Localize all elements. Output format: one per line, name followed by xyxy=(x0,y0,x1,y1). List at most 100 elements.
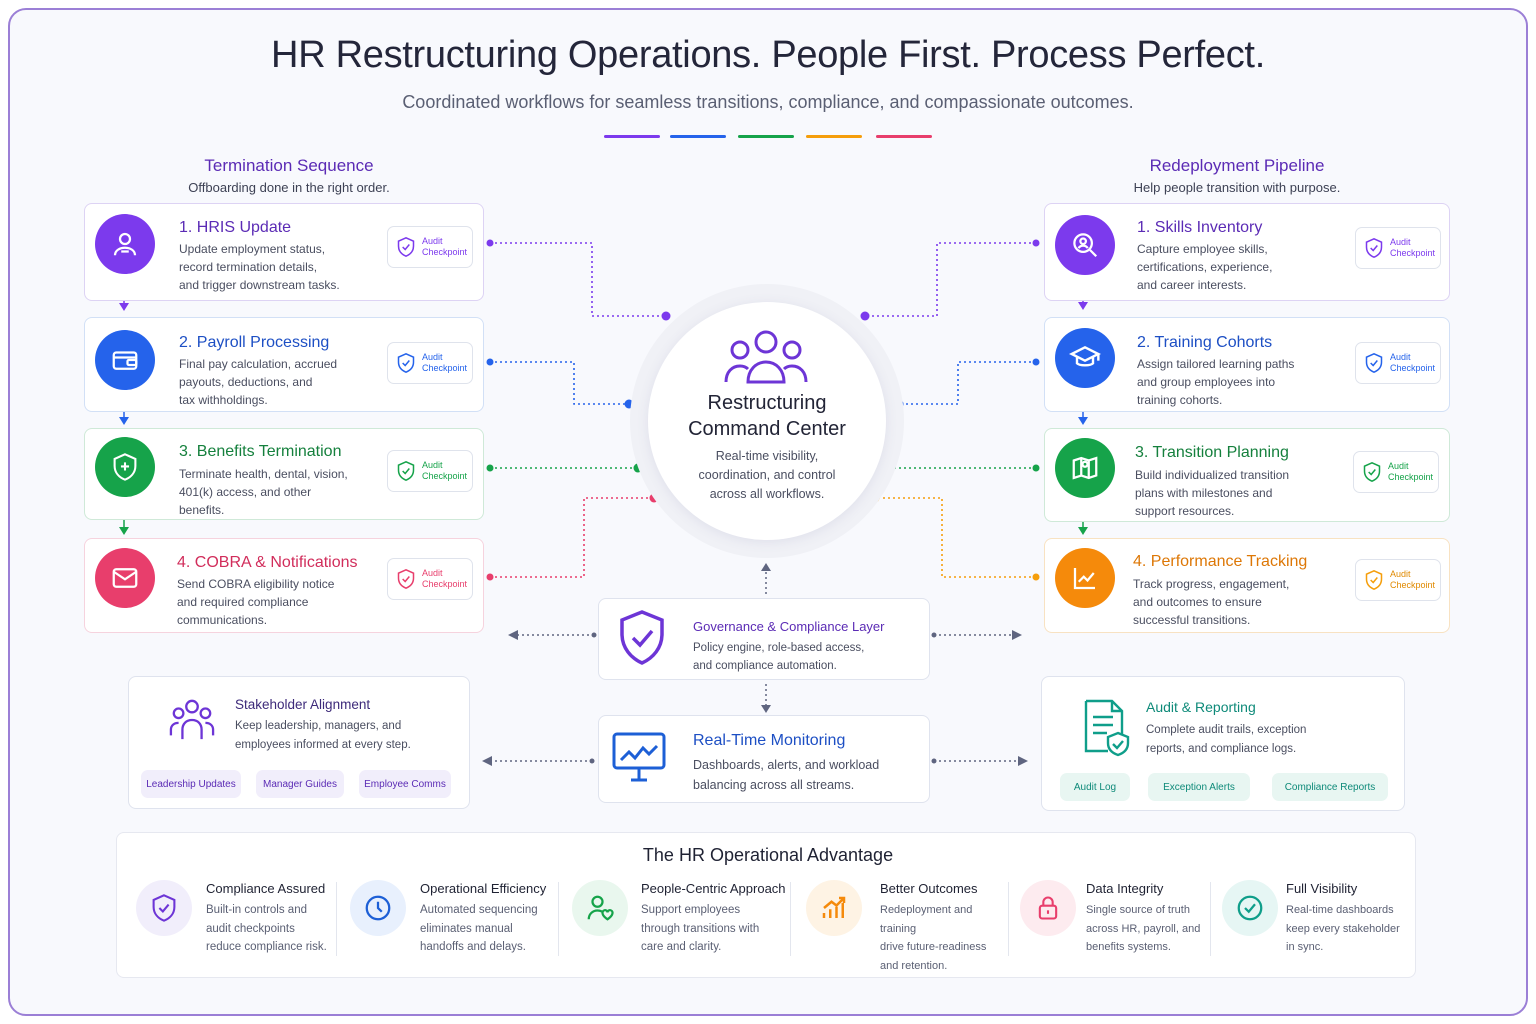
lock-icon xyxy=(1020,880,1076,936)
termination-step-cobra[interactable]: 4. COBRA & Notifications Send COBRA elig… xyxy=(84,538,484,633)
termination-step-payroll[interactable]: 2. Payroll Processing Final pay calculat… xyxy=(84,317,484,412)
shield-plus-icon xyxy=(95,437,155,497)
shield-check-icon xyxy=(397,461,415,481)
step-desc: Update employment status,record terminat… xyxy=(179,242,340,292)
step-title: 3. Transition Planning xyxy=(1135,444,1289,461)
clock-icon xyxy=(350,880,406,936)
termination-section-title: Termination Sequence xyxy=(204,156,374,175)
page-subtitle: Coordinated workflows for seamless trans… xyxy=(402,92,1134,112)
advantage-item: Compliance Assured Built-in controls and… xyxy=(136,880,331,960)
stakeholder-alignment-card[interactable]: Stakeholder Alignment Keep leadership, m… xyxy=(128,676,470,809)
shield-check-icon xyxy=(397,569,415,589)
manager-guides-pill[interactable]: Manager Guides xyxy=(256,770,344,798)
audit-reporting-title: Audit & Reporting xyxy=(1146,699,1256,715)
mail-icon xyxy=(95,548,155,608)
shield-check-icon xyxy=(136,880,192,936)
report-document-icon xyxy=(1084,699,1130,757)
page-title: HR Restructuring Operations. People Firs… xyxy=(271,34,1265,76)
audit-log-pill[interactable]: Audit Log xyxy=(1060,773,1130,801)
advantage-item: Operational Efficiency Automated sequenc… xyxy=(350,880,550,960)
monitor-icon xyxy=(612,732,666,782)
redeployment-section-title: Redeployment Pipeline xyxy=(1149,156,1325,175)
audit-reporting-card[interactable]: Audit & Reporting Complete audit trails,… xyxy=(1041,676,1405,811)
command-center-hub[interactable] xyxy=(648,302,886,540)
stakeholder-title: Stakeholder Alignment xyxy=(235,697,371,712)
leadership-updates-pill[interactable]: Leadership Updates xyxy=(141,770,241,798)
compliance-reports-pill[interactable]: Compliance Reports xyxy=(1272,773,1388,801)
divider xyxy=(558,882,559,956)
divider xyxy=(1008,882,1009,956)
map-icon xyxy=(1055,438,1115,498)
shield-check-icon xyxy=(1365,238,1383,258)
user-heart-icon xyxy=(572,880,628,936)
accent-bar-pink xyxy=(876,135,932,138)
shield-check-icon xyxy=(1365,570,1383,590)
accent-bar-green xyxy=(738,135,794,138)
divider xyxy=(1210,882,1211,956)
advantage-panel xyxy=(116,832,1416,978)
trend-chart-icon xyxy=(1055,548,1115,608)
command-center-desc: Real-time visibility,coordination, and c… xyxy=(698,449,836,501)
divider xyxy=(336,882,337,956)
user-icon xyxy=(95,214,155,274)
shield-check-icon xyxy=(397,237,415,257)
step-title: 4. COBRA & Notifications xyxy=(177,554,358,571)
check-circle-icon xyxy=(1222,880,1278,936)
termination-step-hris[interactable]: 1. HRIS Update Update employment status,… xyxy=(84,203,484,301)
termination-section-subtitle: Offboarding done in the right order. xyxy=(188,180,390,195)
accent-bar-orange xyxy=(806,135,862,138)
step-title: 4. Performance Tracking xyxy=(1133,553,1308,570)
shield-check-icon xyxy=(1365,353,1383,373)
governance-title: Governance & Compliance Layer xyxy=(693,619,885,634)
advantage-title: The HR Operational Advantage xyxy=(642,845,894,865)
shield-check-icon xyxy=(1363,462,1381,482)
accent-bar-purple xyxy=(604,135,660,138)
realtime-monitoring-card[interactable]: Real-Time Monitoring Dashboards, alerts,… xyxy=(598,715,930,803)
graduation-cap-icon xyxy=(1055,328,1115,388)
growth-chart-icon xyxy=(806,880,862,936)
advantage-item: Better Outcomes Redeployment and trainin… xyxy=(806,880,1006,972)
step-title: 2. Payroll Processing xyxy=(179,334,330,351)
governance-layer-card[interactable]: Governance & Compliance Layer Policy eng… xyxy=(598,598,930,680)
step-title: 2. Training Cohorts xyxy=(1137,334,1273,351)
search-user-icon xyxy=(1055,215,1115,275)
advantage-item: People-Centric Approach Support employee… xyxy=(572,880,787,960)
shield-check-icon xyxy=(620,610,664,665)
redeployment-step-transition[interactable]: 3. Transition Planning Build individuali… xyxy=(1044,428,1450,522)
redeployment-section-subtitle: Help people transition with purpose. xyxy=(1133,180,1341,195)
wallet-icon xyxy=(95,330,155,390)
redeployment-step-training[interactable]: 2. Training Cohorts Assign tailored lear… xyxy=(1044,317,1450,412)
employee-comms-pill[interactable]: Employee Comms xyxy=(359,770,451,798)
exception-alerts-pill[interactable]: Exception Alerts xyxy=(1148,773,1250,801)
redeployment-step-performance[interactable]: 4. Performance Tracking Track progress, … xyxy=(1044,538,1450,633)
step-desc: Terminate health, dental, vision,401(k) … xyxy=(179,467,348,517)
stakeholders-icon xyxy=(169,699,215,740)
shield-check-icon xyxy=(397,353,415,373)
accent-bar-blue xyxy=(670,135,726,138)
governance-desc: Policy engine, role-based access,and com… xyxy=(693,642,865,672)
step-desc: Track progress, engagement,and outcomes … xyxy=(1133,577,1290,627)
redeployment-step-skills[interactable]: 1. Skills Inventory Capture employee ski… xyxy=(1044,203,1450,301)
step-title: 1. HRIS Update xyxy=(179,219,292,236)
step-title: 3. Benefits Termination xyxy=(179,443,342,460)
monitoring-title: Real-Time Monitoring xyxy=(693,732,846,749)
step-title: 1. Skills Inventory xyxy=(1137,219,1263,236)
termination-step-benefits[interactable]: 3. Benefits Termination Terminate health… xyxy=(84,428,484,520)
